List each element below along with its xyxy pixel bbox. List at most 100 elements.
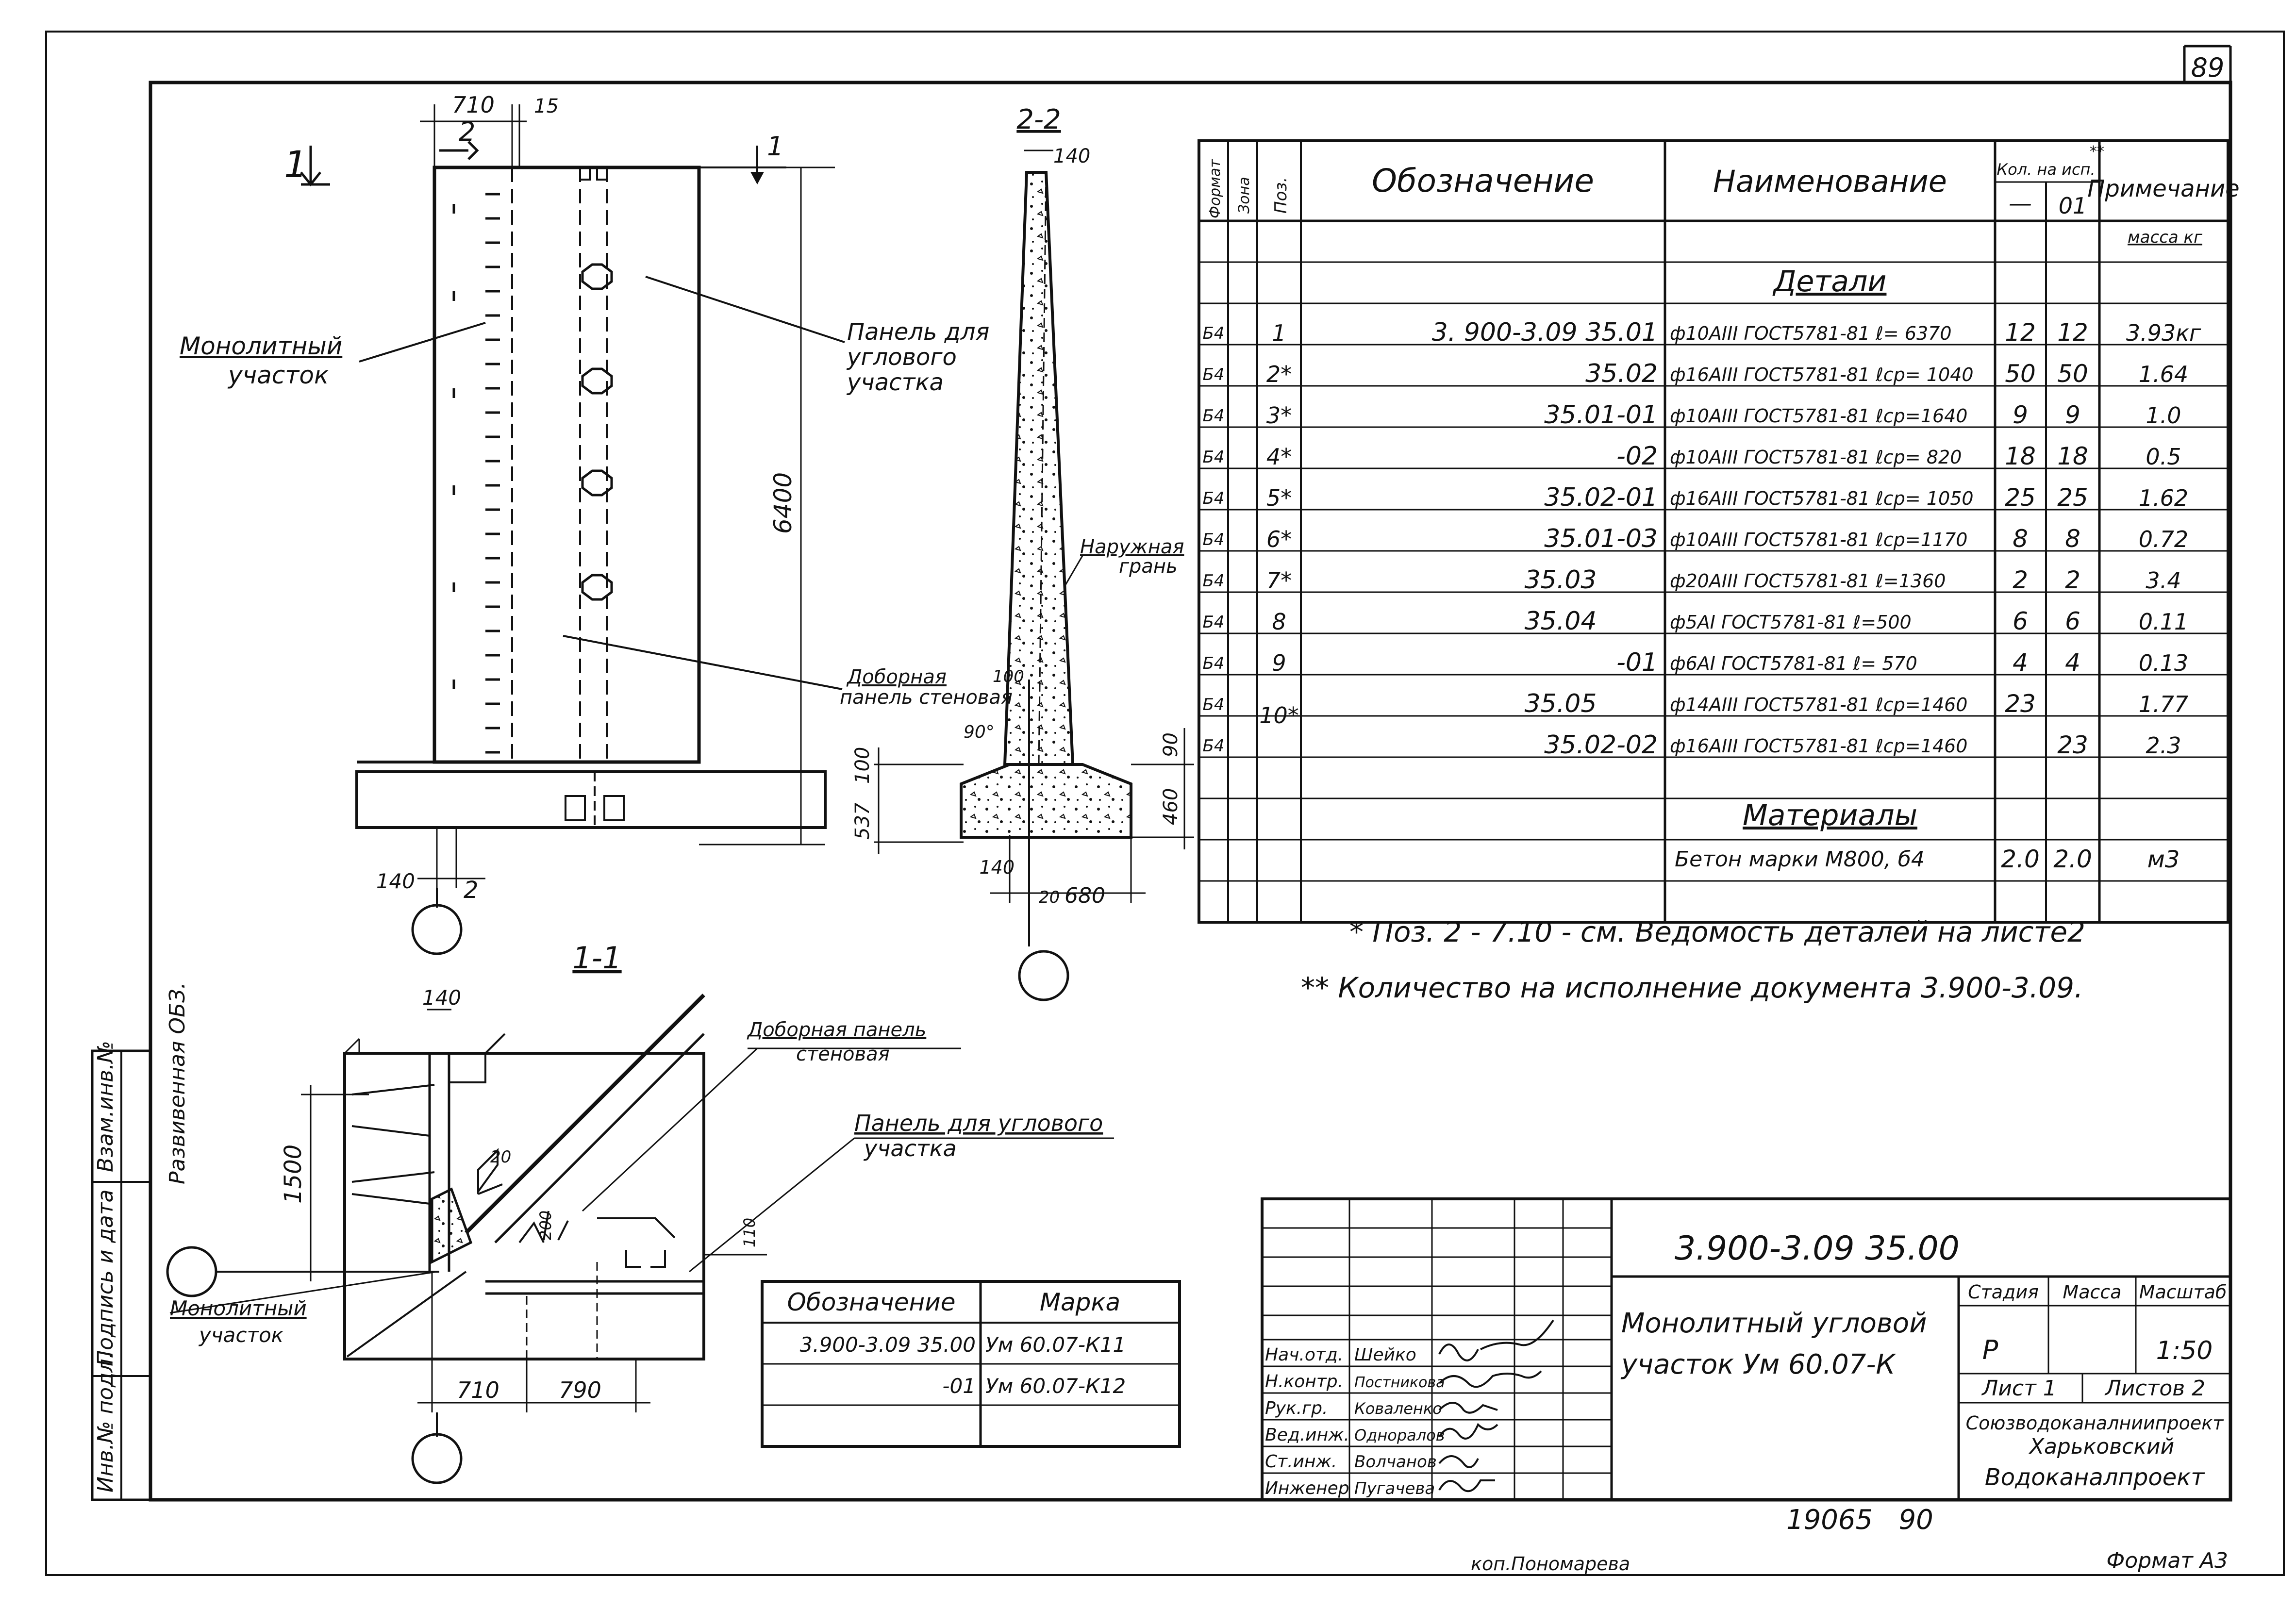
- view-1-addon-label-2: панель стеновая: [840, 686, 1013, 709]
- material-q2: 2.0: [2053, 845, 2092, 873]
- material-name: Бетон марки М800, б4: [1675, 847, 1925, 872]
- spec-header-note: Примечание: [2087, 175, 2239, 202]
- margin-label-replace: Взам.инв.№: [93, 1041, 118, 1172]
- signatures: [1438, 1319, 1554, 1493]
- svg-text:2*: 2*: [1266, 361, 1292, 387]
- svg-text:9: 9: [2013, 401, 2028, 429]
- table-row: Бетон марки М800, б4 2.0 2.0 м3: [1675, 845, 2180, 873]
- margin-label-inv: Инв.№ подл.: [93, 1352, 118, 1493]
- svg-text:ф10АIII ГОСТ5781-81 ℓср= 820: ф10АIII ГОСТ5781-81 ℓср= 820: [1670, 447, 1962, 468]
- table-row: Б4 8 35.04 ф5АI ГОСТ5781-81 ℓ=500 6 6 0.…: [1203, 607, 2189, 636]
- table-row: Б4 35.02-02 ф16АIII ГОСТ5781-81 ℓср=1460…: [1203, 730, 2181, 760]
- section-2-2-dim-140-top: 140: [1053, 145, 1090, 167]
- title-header-scale: Масштаб: [2139, 1281, 2227, 1303]
- svg-text:ф16АIII ГОСТ5781-81 ℓср= 1050: ф16АIII ГОСТ5781-81 ℓср= 1050: [1670, 488, 1974, 509]
- section-1-1-addon-label-2: стеновая: [796, 1043, 890, 1065]
- spec-header-qty-a: —: [2009, 190, 2032, 217]
- section-2-2-outer-label-1: Наружная: [1080, 536, 1184, 558]
- svg-text:0.5: 0.5: [2146, 444, 2181, 470]
- title-header-mass: Масса: [2063, 1281, 2121, 1303]
- doc-code: 3.900-3.09 35.00: [1675, 1229, 1960, 1268]
- section-2-2-dim-537: 537: [851, 802, 874, 840]
- view-1-dim-140: 140: [376, 869, 415, 893]
- material-q1: 2.0: [2001, 845, 2040, 873]
- svg-text:5*: 5*: [1266, 485, 1292, 511]
- svg-text:8: 8: [1272, 609, 1286, 635]
- left-margin-stamp: Инв.№ подл. Подпись и дата Взам.инв.№ Ра…: [91, 982, 190, 1501]
- view-1-dim-15: 15: [534, 95, 559, 117]
- signer-row: Ст.инж. Волчанов: [1265, 1452, 1437, 1472]
- svg-text:Б4: Б4: [1203, 365, 1225, 384]
- table-row: Б4 7* 35.03 ф20АIII ГОСТ5781-81 ℓ=1360 2…: [1203, 565, 2181, 595]
- section-2-2-dim-140-bot: 140: [979, 857, 1015, 878]
- svg-text:2: 2: [2013, 566, 2028, 594]
- table-row: Б4 2* 35.02 ф16АIII ГОСТ5781-81 ℓср= 104…: [1203, 359, 2189, 388]
- spec-header-name: Наименование: [1713, 164, 1947, 199]
- section-1-1-monolith-label-2: участок: [198, 1323, 284, 1347]
- section-1-1-dim-200: 200: [536, 1211, 555, 1240]
- svg-text:Б4: Б4: [1203, 736, 1225, 756]
- svg-text:Инженер: Инженер: [1265, 1478, 1349, 1498]
- svg-text:3. 900-3.09 35.01: 3. 900-3.09 35.01: [1432, 318, 1658, 347]
- svg-text:35.02: 35.02: [1585, 359, 1658, 388]
- note-2: ** Количество на исполнение документа 3.…: [1301, 971, 2083, 1004]
- note-1: * Поз. 2 - 7.10 - см. Ведомость деталей …: [1349, 915, 2085, 948]
- section-1-1-monolith-label-1: Монолитный: [170, 1296, 307, 1320]
- svg-text:Б4: Б4: [1203, 695, 1225, 714]
- table-row: Б4 3* 35.01-01 ф10АIII ГОСТ5781-81 ℓср=1…: [1203, 400, 2181, 430]
- section-1-1: 1-1 1500 140 20 200 110 710 790: [166, 940, 1114, 1484]
- svg-text:18: 18: [2005, 442, 2036, 470]
- section-2-2-dim-100b: 100: [851, 747, 874, 784]
- table-row: Б4 9 -01 ф6АI ГОСТ5781-81 ℓ= 570 4 4 0.1…: [1203, 648, 2189, 677]
- section-1-1-dim-790: 790: [559, 1377, 601, 1403]
- doc-title-1: Монолитный угловой: [1621, 1308, 1927, 1339]
- svg-text:35.02-01: 35.02-01: [1544, 483, 1658, 512]
- svg-text:35.01-03: 35.01-03: [1544, 524, 1658, 553]
- svg-text:ф16АIII ГОСТ5781-81 ℓср= 1040: ф16АIII ГОСТ5781-81 ℓср= 1040: [1670, 364, 1974, 385]
- svg-text:50: 50: [2005, 360, 2036, 388]
- svg-text:18: 18: [2057, 442, 2088, 470]
- svg-text:6: 6: [2065, 607, 2080, 635]
- svg-text:8: 8: [2013, 525, 2028, 553]
- svg-text:ф10АIII ГОСТ5781-81 ℓср=1640: ф10АIII ГОСТ5781-81 ℓср=1640: [1670, 405, 1967, 427]
- signer-row: Н.контр. Постникова: [1265, 1372, 1445, 1392]
- signer-row: Рук.гр. Коваленко: [1265, 1398, 1442, 1418]
- svg-text:3.4: 3.4: [2146, 567, 2181, 594]
- svg-text:Б4: Б4: [1203, 406, 1225, 426]
- svg-text:-01: -01: [1616, 648, 1658, 677]
- axis-bubble-3: [411, 1433, 463, 1484]
- section-2-2-dim-90deg: 90°: [964, 722, 995, 742]
- svg-text:12: 12: [2057, 318, 2088, 347]
- marks-header-mark: Марка: [1040, 1288, 1120, 1316]
- svg-text:4: 4: [2065, 648, 2080, 677]
- drawing-frame: [149, 81, 2232, 1502]
- svg-text:ф10АIII ГОСТ5781-81 ℓ= 6370: ф10АIII ГОСТ5781-81 ℓ= 6370: [1670, 323, 1952, 344]
- svg-text:3.93кг: 3.93кг: [2126, 320, 2201, 346]
- svg-text:1.0: 1.0: [2146, 402, 2181, 429]
- view-1-addon-label-1: Доборная: [846, 666, 947, 688]
- outer-border: [45, 31, 2285, 1576]
- svg-text:1.62: 1.62: [2139, 485, 2188, 511]
- svg-text:Б4: Б4: [1203, 613, 1225, 632]
- marks-table: [761, 1280, 1181, 1448]
- svg-text:Б4: Б4: [1203, 324, 1225, 343]
- svg-text:3*: 3*: [1266, 402, 1292, 429]
- view-1-cut-mark-1: 1: [767, 131, 783, 162]
- spec-header-pos: Поз.: [1271, 177, 1291, 214]
- section-1-1-title: 1-1: [572, 940, 621, 976]
- signer-row: Вед.инж. Одноралов: [1265, 1425, 1445, 1445]
- svg-text:ф6АI ГОСТ5781-81 ℓ= 570: ф6АI ГОСТ5781-81 ℓ= 570: [1670, 653, 1917, 674]
- svg-text:12: 12: [2005, 318, 2036, 347]
- view-1-corner-label-2: углового: [846, 344, 957, 371]
- svg-text:Шейко: Шейко: [1354, 1345, 1416, 1365]
- signers: Нач.отд. Шейко Н.контр. Постникова Рук.г…: [1265, 1345, 1445, 1498]
- svg-text:Б4: Б4: [1203, 654, 1225, 673]
- svg-text:6*: 6*: [1266, 526, 1292, 552]
- svg-text:Коваленко: Коваленко: [1354, 1399, 1442, 1418]
- table-row: 3.900-3.09 35.00 Ум 60.07-К11: [800, 1333, 1126, 1357]
- svg-text:4*: 4*: [1266, 444, 1292, 470]
- section-1-1-dim-20: 20: [490, 1147, 511, 1167]
- material-note: м3: [2147, 846, 2180, 873]
- signer-row: Нач.отд. Шейко: [1265, 1345, 1416, 1365]
- table-row: Б4 4* -02 ф10АIII ГОСТ5781-81 ℓср= 820 1…: [1203, 442, 2181, 471]
